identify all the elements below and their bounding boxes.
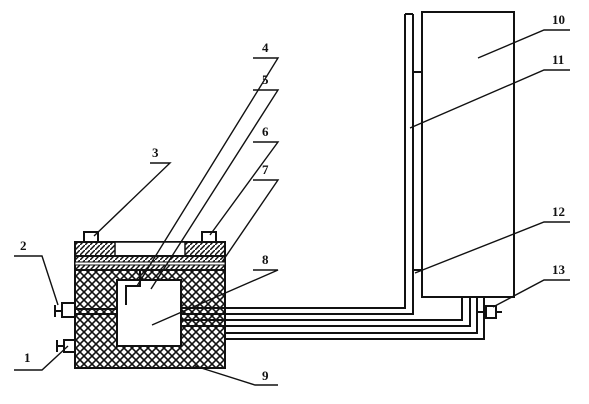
inner-probe-tube	[125, 270, 141, 305]
label-11: 11	[552, 52, 564, 67]
reservoir-tank	[421, 11, 515, 298]
label-1: 1	[24, 350, 31, 365]
leader-3	[93, 162, 172, 237]
leader-1	[14, 345, 69, 371]
valve-2	[54, 302, 118, 318]
leader-9	[194, 365, 278, 386]
label-6: 6	[262, 124, 269, 139]
pipe-upper-inner	[181, 14, 414, 315]
lid-knob-left	[83, 231, 99, 243]
part-labels: 1 2 3 4 5 6 7 8 9 10 11 12 13	[20, 12, 566, 383]
leader-13	[492, 279, 570, 308]
label-10: 10	[552, 12, 565, 27]
label-4: 4	[262, 40, 269, 55]
leader-2	[14, 255, 59, 306]
leader-12	[414, 221, 570, 274]
leader-8	[151, 269, 279, 326]
label-3: 3	[152, 145, 159, 160]
leader-6	[209, 141, 280, 236]
leader-4	[136, 57, 280, 287]
leader-11	[409, 69, 570, 129]
lid-knob-right	[201, 231, 217, 243]
leader-10	[477, 29, 570, 59]
leader-5	[150, 89, 280, 290]
label-9: 9	[262, 368, 269, 383]
pipe-upper-outer	[181, 14, 406, 309]
valve-1	[56, 339, 76, 353]
label-8: 8	[262, 252, 269, 267]
valve-13	[478, 305, 502, 319]
label-5: 5	[262, 72, 269, 87]
label-13: 13	[552, 262, 566, 277]
label-7: 7	[262, 162, 269, 177]
label-2: 2	[20, 238, 27, 253]
lid-window	[114, 241, 186, 257]
pipe-lower-c	[225, 297, 478, 334]
pipe-lower-b	[181, 297, 471, 327]
leader-7	[221, 179, 280, 263]
inner-chamber	[116, 279, 182, 347]
insulated-vessel	[54, 231, 226, 369]
leader-lines	[14, 29, 570, 386]
pipe-lower-a	[181, 297, 463, 321]
label-12: 12	[552, 204, 565, 219]
